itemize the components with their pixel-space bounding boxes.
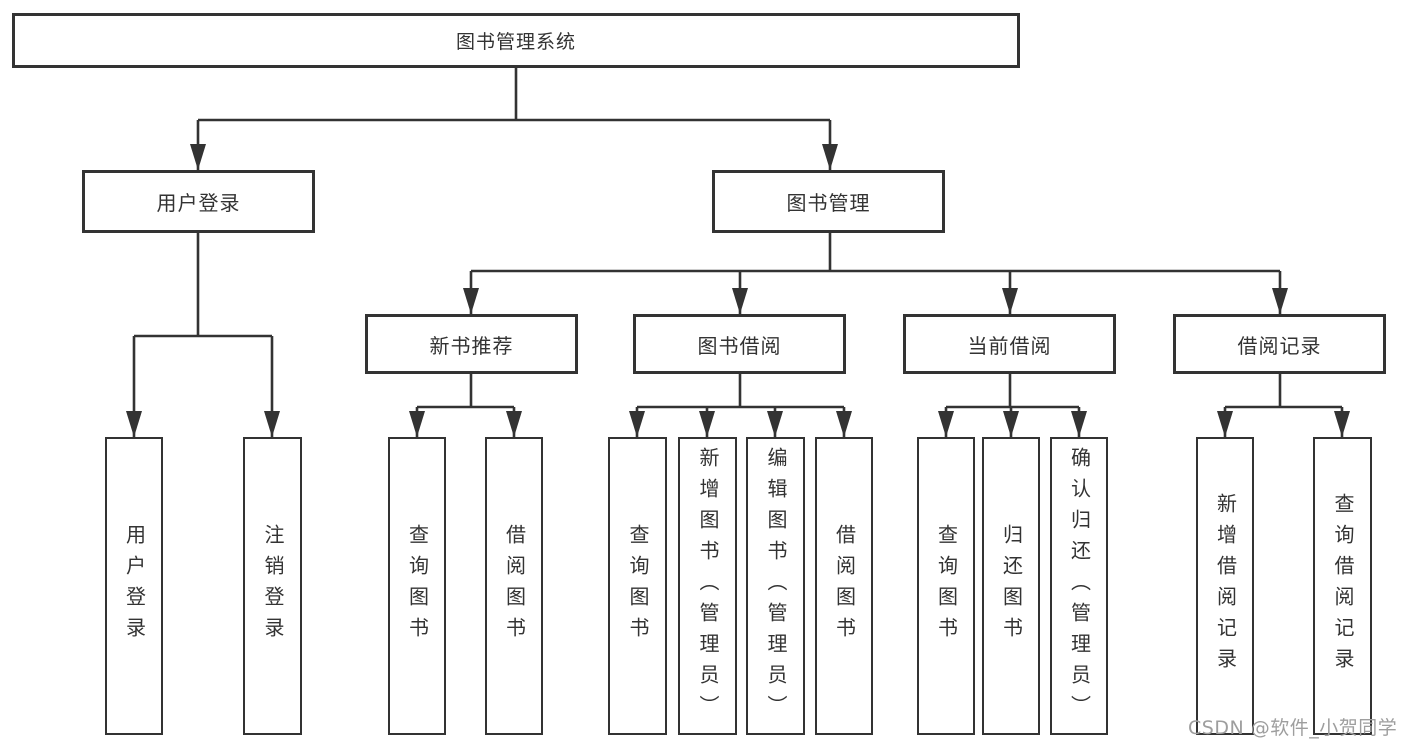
node-label: 注销登录 — [261, 524, 285, 648]
node-leaf-cb-query-books: 查询图书 — [917, 437, 975, 735]
node-label: 新增借阅记录 — [1213, 493, 1238, 679]
node-label: 用户登录 — [156, 191, 241, 215]
node-label: 查询图书 — [934, 524, 959, 648]
node-label: 借阅图书 — [832, 524, 857, 648]
connector-book-borrowing-branch — [629, 374, 852, 437]
node-label: 图书管理 — [786, 191, 871, 215]
node-leaf-br-query-record: 查询借阅记录 — [1313, 437, 1372, 735]
node-current-borrowing: 当前借阅 — [903, 314, 1116, 374]
node-borrowing-records: 借阅记录 — [1173, 314, 1386, 374]
node-label: 用户登录 — [122, 524, 147, 648]
node-leaf-logout: 注销登录 — [243, 437, 302, 735]
node-new-book-recommend: 新书推荐 — [365, 314, 578, 374]
node-book-management: 图书管理 — [712, 170, 945, 233]
connector-book-management-branch — [463, 233, 1288, 314]
connector-user-login-branch — [126, 233, 280, 437]
node-label: 查询图书 — [405, 524, 430, 648]
node-root-system: 图书管理系统 — [12, 13, 1020, 68]
node-label: 归还图书 — [999, 524, 1024, 648]
node-leaf-br-add-record: 新增借阅记录 — [1196, 437, 1254, 735]
node-leaf-bb-add-books-admin: 新增图书（管理员） — [678, 437, 737, 735]
node-label: 查询借阅记录 — [1331, 493, 1355, 679]
connector-new-book-recommend-branch — [409, 374, 522, 437]
node-leaf-user-login: 用户登录 — [105, 437, 163, 735]
connector-borrowing-records-branch — [1217, 374, 1350, 437]
node-label: 借阅记录 — [1237, 333, 1322, 358]
node-label: 新增图书（管理员） — [696, 446, 720, 726]
node-leaf-bb-edit-books-admin: 编辑图书（管理员） — [746, 437, 805, 735]
csdn-watermark: CSDN @软件_小贺同学 — [1188, 717, 1398, 739]
node-user-login: 用户登录 — [82, 170, 315, 233]
node-leaf-cb-confirm-return-admin: 确认归还（管理员） — [1050, 437, 1108, 735]
connector-current-borrowing-branch — [938, 374, 1087, 437]
node-label: 确认归还（管理员） — [1067, 446, 1092, 726]
node-label: 新书推荐 — [429, 333, 514, 358]
node-label: 图书管理系统 — [455, 31, 576, 53]
node-leaf-nb-borrow-books: 借阅图书 — [485, 437, 543, 735]
node-book-borrowing: 图书借阅 — [633, 314, 846, 374]
node-label: 当前借阅 — [967, 333, 1052, 358]
node-leaf-bb-query-books: 查询图书 — [608, 437, 667, 735]
node-label: 查询图书 — [626, 524, 650, 648]
node-leaf-bb-borrow-books: 借阅图书 — [815, 437, 873, 735]
connector-root-to-level2 — [190, 68, 838, 170]
node-label: 借阅图书 — [502, 524, 527, 648]
node-leaf-nb-query-books: 查询图书 — [388, 437, 446, 735]
node-label: 图书借阅 — [697, 333, 782, 358]
node-label: 编辑图书（管理员） — [764, 446, 788, 726]
node-leaf-cb-return-books: 归还图书 — [982, 437, 1040, 735]
